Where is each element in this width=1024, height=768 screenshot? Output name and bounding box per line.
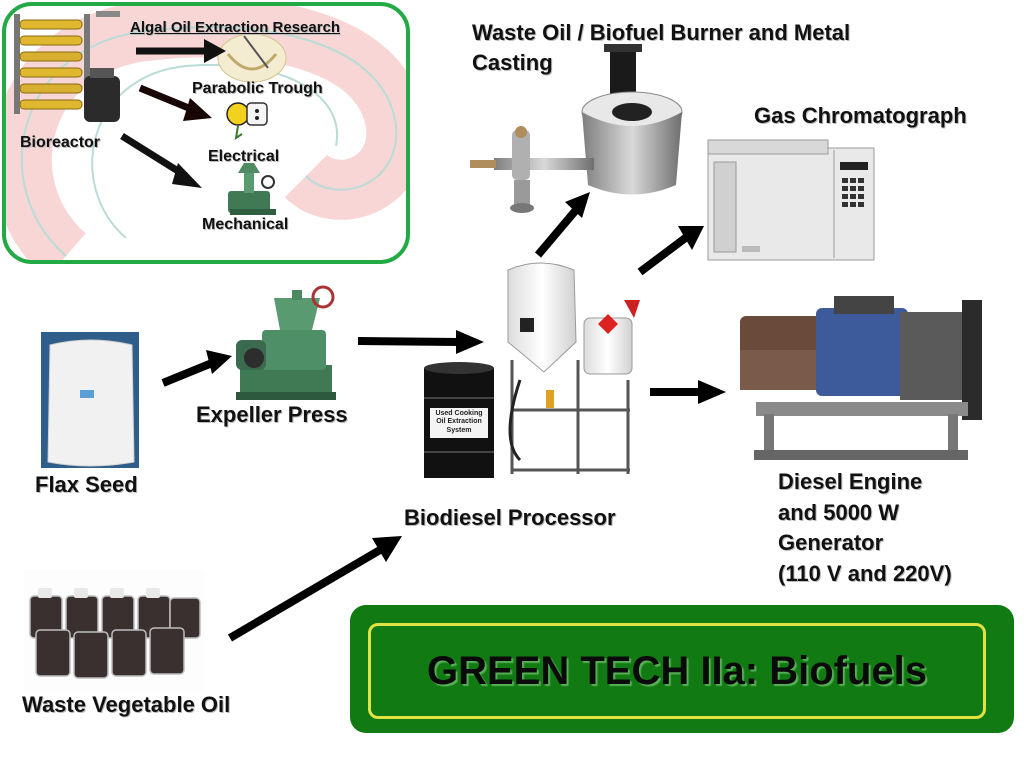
flax-seed-bag-icon	[41, 332, 139, 468]
algal-research-inset: Algal Oil Extraction Research Parabolic …	[2, 2, 410, 264]
generator-label-line: and 5000 W	[778, 499, 900, 525]
oil-drum-icon	[424, 362, 494, 478]
banner-title: GREEN TECH IIa: Biofuels	[426, 648, 928, 693]
inset-art	[6, 6, 406, 260]
bioreactor-label: Bioreactor	[20, 134, 101, 151]
title-banner: GREEN TECH IIa: Biofuels	[350, 605, 1014, 733]
parabolic-trough-label: Parabolic Trough	[192, 80, 323, 97]
title-banner-frame: GREEN TECH IIa: Biofuels	[368, 623, 986, 719]
drum-label: Used Cooking Oil Extraction System	[435, 410, 483, 434]
expeller-press-label: Expeller Press	[196, 402, 348, 427]
inset-arrows	[120, 39, 226, 188]
arrow-flax-to-press	[161, 350, 232, 387]
generator-label: Diesel Engine and 5000 W Generator (110 …	[778, 467, 952, 589]
arrow-press-to-processor	[357, 330, 484, 354]
expeller-press-icon	[236, 285, 336, 400]
generator-label-line: (110 V and 220V)	[778, 560, 952, 586]
gas-chromatograph-label: Gas Chromatograph	[754, 103, 967, 128]
waste-oil-burner-icon	[470, 44, 683, 213]
waste-vegetable-oil-label: Waste Vegetable Oil	[22, 692, 231, 717]
generator-label-line: Generator	[778, 530, 884, 555]
mechanical-label: Mechanical	[202, 216, 289, 233]
arrow-processor-to-generator	[650, 380, 726, 404]
diesel-generator-icon	[740, 296, 982, 460]
swirl-edge	[20, 26, 398, 257]
flax-seed-label: Flax Seed	[35, 472, 138, 497]
waste-oil-jugs-icon	[24, 570, 204, 692]
arrow-processor-to-burner	[534, 192, 590, 258]
biodiesel-processor-icon	[507, 262, 640, 474]
swirl-inner-edge	[91, 64, 339, 239]
electrical-label: Electrical	[208, 148, 280, 165]
mini-expeller-press-icon	[228, 163, 276, 215]
parabolic-trough-icon	[217, 33, 287, 83]
arrow-processor-to-chromatograph	[637, 226, 704, 276]
generator-label-line: Diesel Engine	[778, 469, 923, 494]
gas-chromatograph-icon	[707, 139, 875, 261]
flow-arrows	[161, 192, 726, 642]
biodiesel-processor-label: Biodiesel Processor	[404, 505, 616, 530]
burner-label: Waste Oil / Biofuel Burner and Metal Cas…	[472, 20, 851, 75]
algal-research-title: Algal Oil Extraction Research	[130, 19, 341, 36]
photobioreactor-tubes-icon	[14, 11, 120, 122]
arrow-oil-to-processor	[227, 536, 402, 642]
electrical-plug-icon	[226, 102, 268, 141]
